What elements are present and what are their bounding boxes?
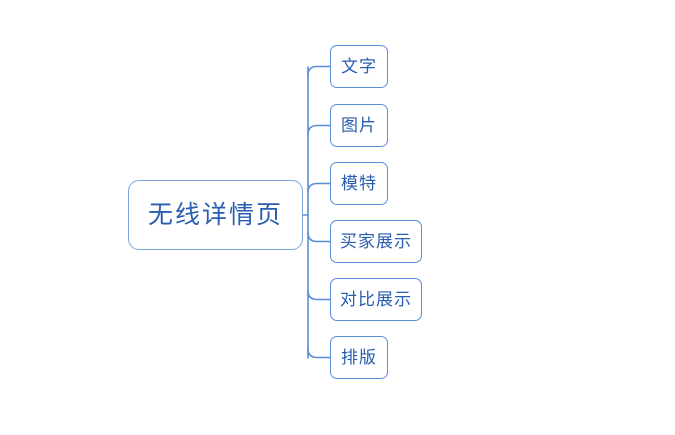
child-node-4[interactable]: 对比展示 <box>330 278 422 321</box>
child-node-2[interactable]: 模特 <box>330 162 388 205</box>
child-node-0-label: 文字 <box>341 57 377 76</box>
child-node-4-label: 对比展示 <box>340 290 412 309</box>
child-node-1-label: 图片 <box>341 116 377 135</box>
root-node-label: 无线详情页 <box>147 201 283 229</box>
branch-1 <box>307 124 331 136</box>
child-node-2-label: 模特 <box>341 174 377 193</box>
child-node-3[interactable]: 买家展示 <box>330 220 422 263</box>
child-node-1[interactable]: 图片 <box>330 104 388 147</box>
child-node-0[interactable]: 文字 <box>330 45 388 88</box>
branch-0 <box>307 65 331 77</box>
branch-4 <box>307 289 331 301</box>
branch-2 <box>307 182 331 194</box>
root-node[interactable]: 无线详情页 <box>128 180 303 250</box>
branch-5 <box>307 347 331 359</box>
child-node-3-label: 买家展示 <box>340 232 412 251</box>
child-node-5-label: 排版 <box>341 348 377 367</box>
branch-3 <box>307 231 331 243</box>
child-node-5[interactable]: 排版 <box>330 336 388 379</box>
